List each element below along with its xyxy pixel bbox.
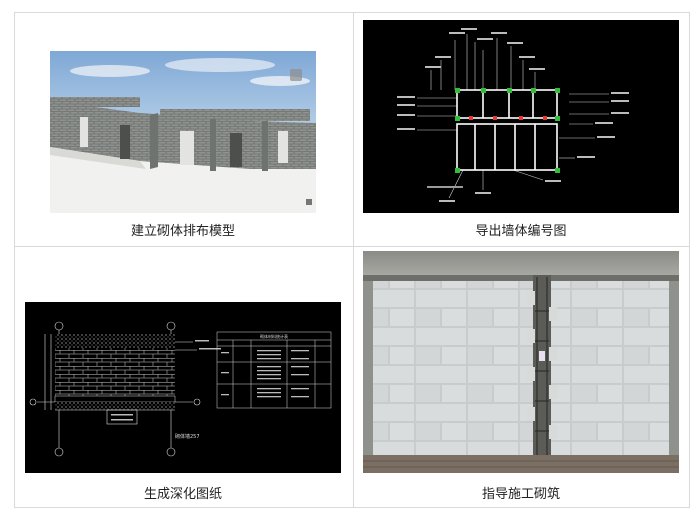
caption-construction: 指导施工砌筑 (481, 487, 560, 502)
shop-drawing-caption-label: 砌体墙257 (175, 433, 200, 440)
masonry-3d-model-image (50, 51, 316, 213)
shop-drawing-table-title: 砌体材料统计表 (260, 333, 288, 339)
caption-shop-drawing: 生成深化图纸 (143, 487, 222, 502)
caption-model: 建立砌体排布模型 (130, 224, 235, 239)
wall-numbering-cad-drawing-image (363, 20, 679, 213)
row-divider (15, 246, 689, 247)
image-grid (14, 12, 690, 508)
detailed-shop-drawing-image: 砌体材料统计表 砌体墙257 (25, 302, 341, 473)
caption-wall-numbering: 导出墙体编号图 (475, 224, 567, 239)
construction-site-photo-image (363, 251, 679, 473)
column-divider (353, 13, 354, 507)
